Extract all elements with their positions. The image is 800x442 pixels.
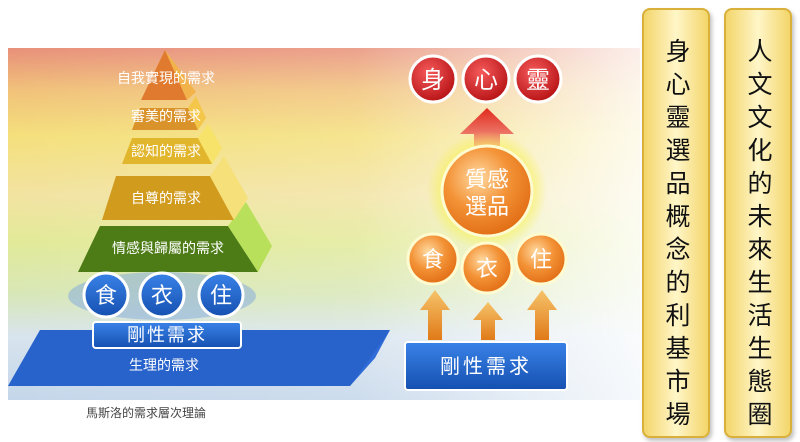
left-basic-item-0: 食 bbox=[82, 271, 130, 319]
left-basic-item-2: 住 bbox=[197, 271, 245, 319]
up-arrow-middle bbox=[473, 302, 503, 340]
level-label-3: 自尊的需求 bbox=[131, 190, 201, 207]
right-basic-item-2: 住 bbox=[514, 232, 568, 286]
top-item-2: 靈 bbox=[513, 54, 563, 104]
svg-text:住: 住 bbox=[210, 284, 232, 309]
pyramid-level-4 bbox=[78, 226, 258, 272]
svg-text:食: 食 bbox=[95, 284, 117, 309]
quality-label: 質感 bbox=[465, 168, 509, 193]
pyramid-level-0 bbox=[141, 50, 187, 100]
svg-text:食: 食 bbox=[422, 248, 444, 273]
top-item-0: 身 bbox=[408, 54, 458, 104]
level-label-2: 認知的需求 bbox=[131, 143, 201, 160]
right-basic-item-1: 衣 bbox=[460, 241, 514, 295]
svg-text:剛性需求: 剛性需求 bbox=[127, 325, 207, 346]
svg-text:剛性需求: 剛性需求 bbox=[440, 354, 532, 378]
level-label-4: 情感與歸屬的需求 bbox=[112, 240, 224, 257]
top-item-1: 心 bbox=[461, 54, 511, 104]
up-arrow-left bbox=[420, 290, 450, 340]
svg-text:住: 住 bbox=[530, 248, 552, 273]
banner-future-ecosystem: 人文文化的未來生活生態圈 bbox=[724, 8, 792, 438]
svg-text:選品: 選品 bbox=[465, 195, 509, 220]
banner-niche-market-text: 身心靈選品概念的利基市場 bbox=[662, 38, 691, 434]
right-rigid-label: 剛性需求 bbox=[404, 341, 568, 391]
right-basic-item-0: 食 bbox=[406, 232, 460, 286]
pyramid-level-3 bbox=[102, 176, 234, 220]
level-label-5: 生理的需求 bbox=[129, 358, 199, 374]
svg-text:心: 心 bbox=[474, 66, 498, 94]
banner-niche-market: 身心靈選品概念的利基市場 bbox=[642, 8, 710, 438]
left-basic-item-1: 衣 bbox=[138, 271, 186, 319]
svg-text:靈: 靈 bbox=[526, 66, 550, 94]
level-label-1: 審美的需求 bbox=[131, 109, 201, 125]
svg-text:衣: 衣 bbox=[476, 257, 498, 282]
level-label-0: 自我實現的需求 bbox=[117, 70, 215, 87]
up-arrow-right bbox=[527, 290, 557, 340]
pyramid-level-2 bbox=[122, 138, 212, 164]
svg-text:身: 身 bbox=[421, 66, 445, 94]
quality-circle: 質感 選品 bbox=[440, 144, 534, 238]
left-rigid-label: 剛性需求 bbox=[92, 321, 242, 349]
pyramid-level-1 bbox=[132, 108, 198, 130]
svg-text:衣: 衣 bbox=[151, 284, 173, 309]
banner-future-ecosystem-text: 人文文化的未來生活生態圈 bbox=[744, 38, 773, 434]
pyramid-caption: 馬斯洛的需求層次理論 bbox=[86, 406, 207, 420]
